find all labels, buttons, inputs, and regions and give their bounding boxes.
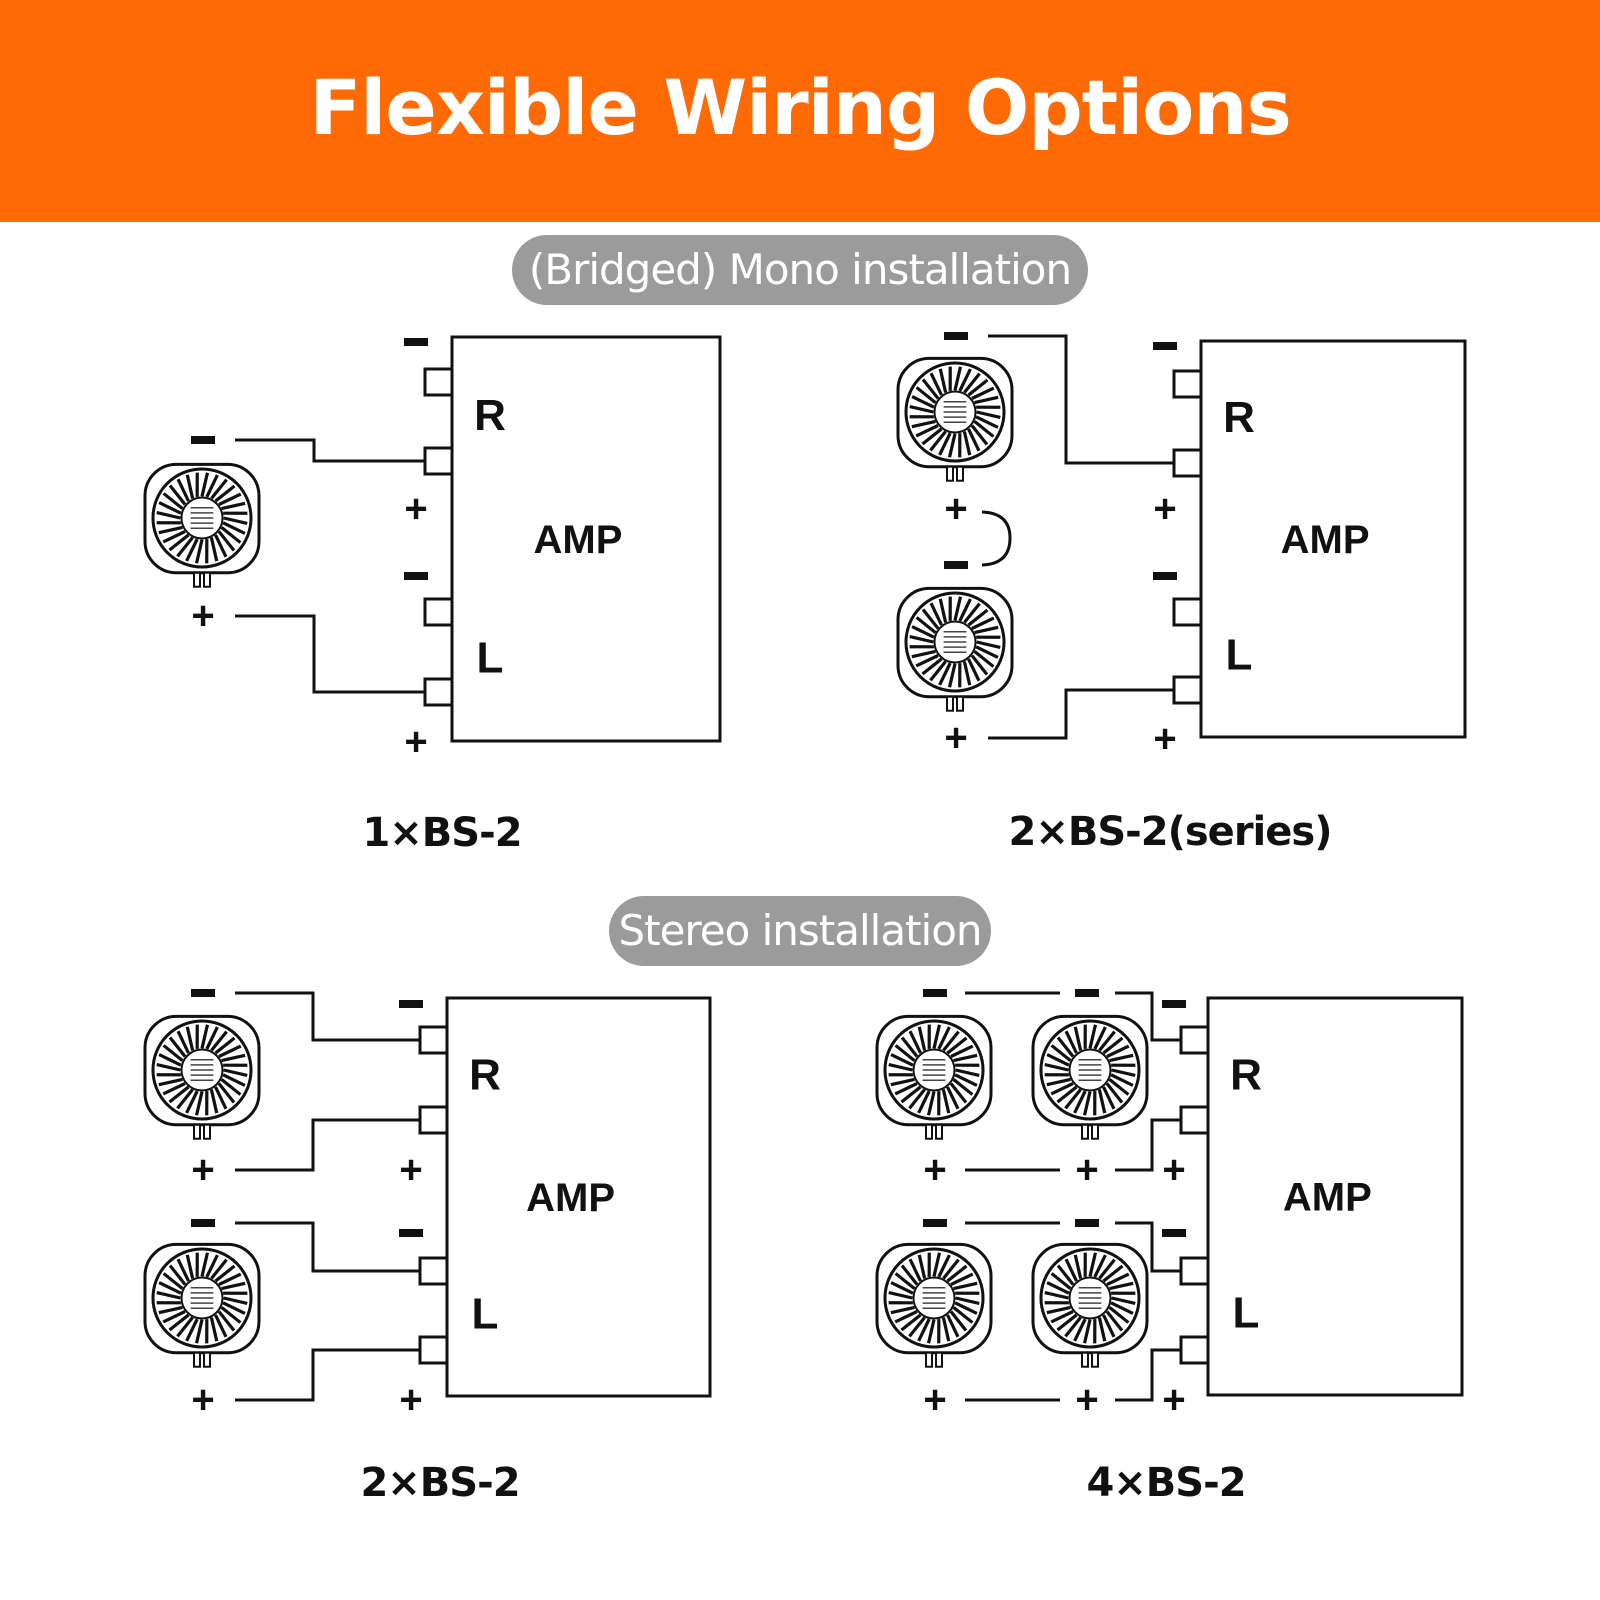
- channel-label-r: R: [469, 1051, 501, 1100]
- subwoofer-speaker-icon: [143, 462, 261, 588]
- amp-box: [445, 996, 712, 1398]
- plus-sign: +: [1153, 487, 1176, 531]
- amp-terminal: [1179, 1256, 1210, 1286]
- subwoofer-speaker-icon: [896, 586, 1014, 712]
- minus-sign: [1153, 572, 1177, 580]
- minus-sign: [1075, 989, 1099, 997]
- amp-terminal: [423, 677, 454, 707]
- amp-box: [1199, 339, 1467, 739]
- plus-sign: +: [404, 487, 427, 531]
- section-label-stereo: Stereo installation: [609, 896, 991, 966]
- channel-label-l: L: [1226, 631, 1253, 680]
- plus-sign: +: [1162, 1148, 1185, 1192]
- plus-sign: +: [1075, 1378, 1098, 1422]
- channel-label-l: L: [472, 1289, 499, 1338]
- minus-sign: [1075, 1219, 1099, 1227]
- page-title: Flexible Wiring Options: [309, 63, 1291, 152]
- header-banner: Flexible Wiring Options: [0, 0, 1600, 222]
- minus-sign: [191, 436, 215, 444]
- amp-label: AMP: [1281, 518, 1370, 562]
- wire: [1115, 1118, 1181, 1172]
- plus-sign: +: [944, 487, 967, 531]
- diagram-caption: 4×BS-2: [1086, 1460, 1246, 1506]
- subwoofer-speaker-icon: [143, 1242, 261, 1368]
- section-label-mono: (Bridged) Mono installation: [512, 235, 1088, 305]
- amp-terminal: [423, 597, 454, 627]
- channel-label-r: R: [1230, 1050, 1262, 1099]
- wire: [235, 991, 420, 1042]
- channel-label-r: R: [1223, 393, 1255, 442]
- minus-sign: [944, 561, 968, 569]
- plus-sign: +: [1162, 1378, 1185, 1422]
- wire: [235, 614, 425, 694]
- amp-terminal: [423, 446, 454, 476]
- minus-sign: [923, 1219, 947, 1227]
- amp-terminal: [1172, 597, 1203, 627]
- minus-sign: [399, 1000, 423, 1008]
- wire: [1115, 1221, 1181, 1273]
- plus-sign: +: [944, 716, 967, 760]
- amp-terminal: [1179, 1025, 1210, 1055]
- amp-box: [1206, 996, 1464, 1397]
- wire: [235, 438, 425, 463]
- subwoofer-speaker-icon: [1031, 1242, 1149, 1368]
- wire: [988, 334, 1174, 465]
- plus-sign: +: [191, 1148, 214, 1192]
- wire: [1115, 1348, 1181, 1402]
- minus-sign: [399, 1229, 423, 1237]
- channel-label-r: R: [474, 391, 506, 440]
- amp-terminal: [1179, 1335, 1210, 1365]
- minus-sign: [191, 1219, 215, 1227]
- amp-terminal: [1172, 675, 1203, 705]
- amp-label: AMP: [534, 518, 623, 562]
- plus-sign: +: [399, 1378, 422, 1422]
- amp-terminal: [418, 1025, 449, 1055]
- amp-terminal: [418, 1105, 449, 1135]
- amp-terminal: [1172, 369, 1203, 399]
- minus-sign: [1162, 1229, 1186, 1237]
- plus-sign: +: [404, 720, 427, 764]
- amp-label: AMP: [1283, 1176, 1372, 1220]
- subwoofer-speaker-icon: [143, 1014, 261, 1140]
- amp-terminal: [423, 367, 454, 397]
- channel-label-l: L: [477, 633, 504, 682]
- amp-terminal: [1179, 1105, 1210, 1135]
- amp-terminal: [418, 1256, 449, 1286]
- wire: [235, 1348, 420, 1402]
- plus-sign: +: [191, 594, 214, 638]
- amp-terminal: [1172, 448, 1203, 478]
- minus-sign: [404, 572, 428, 580]
- plus-sign: +: [1153, 717, 1176, 761]
- amp-terminal: [418, 1335, 449, 1365]
- minus-sign: [1153, 342, 1177, 350]
- diagram-caption: 1×BS-2: [362, 810, 522, 856]
- plus-sign: +: [399, 1148, 422, 1192]
- minus-sign: [923, 989, 947, 997]
- diagram-caption: 2×BS-2(series): [1008, 809, 1333, 855]
- diagram-caption: 2×BS-2: [360, 1460, 520, 1506]
- minus-sign: [191, 989, 215, 997]
- plus-sign: +: [923, 1378, 946, 1422]
- subwoofer-speaker-icon: [896, 356, 1014, 482]
- minus-sign: [404, 338, 428, 346]
- amp-label: AMP: [526, 1176, 615, 1220]
- wire: [235, 1118, 420, 1172]
- subwoofer-speaker-icon: [875, 1014, 993, 1140]
- subwoofer-speaker-icon: [1031, 1014, 1149, 1140]
- plus-sign: +: [923, 1148, 946, 1192]
- plus-sign: +: [191, 1378, 214, 1422]
- channel-label-l: L: [1233, 1289, 1260, 1338]
- series-jumper: [981, 510, 1012, 567]
- minus-sign: [1162, 1000, 1186, 1008]
- wire: [235, 1221, 420, 1273]
- wire: [1115, 991, 1181, 1042]
- minus-sign: [944, 332, 968, 340]
- plus-sign: +: [1075, 1148, 1098, 1192]
- subwoofer-speaker-icon: [875, 1242, 993, 1368]
- wire: [988, 688, 1174, 740]
- amp-box: [450, 335, 722, 743]
